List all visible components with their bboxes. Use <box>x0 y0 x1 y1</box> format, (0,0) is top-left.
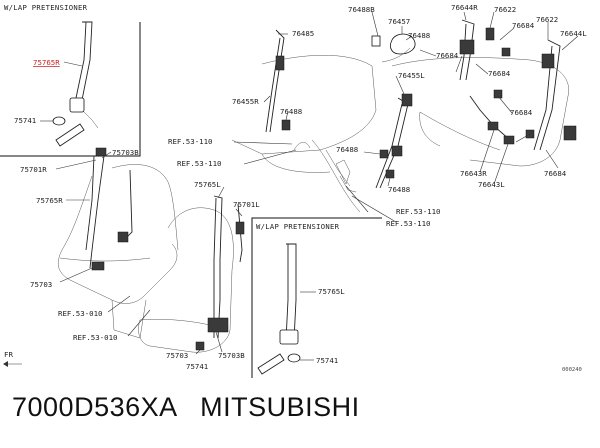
label-76644R: 76644R <box>451 3 478 12</box>
anchor-bolt-part <box>52 116 66 126</box>
retractor-76644R-part <box>459 39 475 55</box>
retractor-part <box>275 55 285 71</box>
label-75765R-highlight: 75765R <box>33 58 60 67</box>
bolt-part <box>385 169 395 179</box>
shoulder-anchor-part <box>95 147 107 157</box>
buckle-part <box>117 231 129 243</box>
inset-top-left: W/LAP PRETENSIONER 75765R 75741 <box>0 3 141 157</box>
retractor-part <box>91 261 105 271</box>
label-75741-inset: 75741 <box>316 356 338 365</box>
label-76684-e: 76684 <box>544 169 567 178</box>
bolt-part <box>501 47 511 57</box>
label-76457: 76457 <box>388 17 410 26</box>
buckle-anchor-part <box>55 123 85 147</box>
buckle-part <box>391 145 403 157</box>
anchor-plate-part <box>257 353 285 375</box>
label-76488-c: 76488 <box>336 145 358 154</box>
label-76485: 76485 <box>292 29 314 38</box>
label-76455L: 76455L <box>398 71 425 80</box>
label-75703B: 75703B <box>112 148 139 157</box>
bolt-part <box>379 149 389 159</box>
label-76488B: 76488B <box>348 5 375 14</box>
inset-bottom-center: W/LAP PRETENSIONER 75765L 75741 <box>251 217 382 378</box>
inset-header-bottom-center: W/LAP PRETENSIONER <box>256 222 340 231</box>
retractor-part <box>279 329 299 345</box>
label-76684-a: 76684 <box>512 21 535 30</box>
buckle-part <box>281 119 291 131</box>
label-75741-bottom: 75741 <box>186 362 208 371</box>
buckle-76643R-part <box>487 121 499 131</box>
label-75703B-bottom: 75703B <box>218 351 245 360</box>
label-75741: 75741 <box>14 116 36 125</box>
label-ref-53-110-a: REF.53-110 <box>168 137 213 146</box>
retractor-76622-part <box>541 53 555 69</box>
label-76644L: 76644L <box>560 29 587 38</box>
label-75765L-inset: 75765L <box>318 287 345 296</box>
third-row-seat: 76488B 76457 76488 76644R 76622 76684 76… <box>335 3 587 228</box>
bolt-part <box>493 89 503 99</box>
part-caption: 7000D536XA MITSUBISHI <box>12 392 360 422</box>
label-76684-c: 76684 <box>488 69 511 78</box>
label-ref-53-110-c: REF.53-110 <box>396 207 441 216</box>
label-ref-53-010-b: REF.53-010 <box>73 333 118 342</box>
retractor-part <box>207 317 229 333</box>
label-76684-b: 76684 <box>436 51 459 60</box>
label-76622-b: 76622 <box>536 15 558 24</box>
label-75765R: 75765R <box>36 196 63 205</box>
anchor-part <box>485 27 495 41</box>
retractor-part <box>69 97 85 113</box>
label-ref-53-010-a: REF.53-010 <box>58 309 103 318</box>
figure-code: 000240 <box>562 367 582 373</box>
label-75765L: 75765L <box>194 180 221 189</box>
retractor-76644L-part <box>563 125 577 141</box>
label-75703: 75703 <box>30 280 52 289</box>
label-76622-a: 76622 <box>494 5 516 14</box>
anchor-part <box>195 341 205 351</box>
second-row-seat: 76485 76488 76455R REF.53-110 REF.53-110 <box>168 29 377 213</box>
buckle-76643L-part <box>503 135 515 145</box>
label-76643R: 76643R <box>460 169 487 178</box>
bolt-part <box>371 35 381 47</box>
label-ref-53-110-b: REF.53-110 <box>177 159 222 168</box>
label-75701L: 75701L <box>233 200 260 209</box>
pretensioner-part <box>235 221 245 235</box>
direction-indicator: FR <box>3 350 22 367</box>
direction-label: FR <box>4 350 13 359</box>
anchor-bolt-part <box>287 353 301 363</box>
label-75703-bottom: 75703 <box>166 351 188 360</box>
label-75701R: 75701R <box>20 165 47 174</box>
front-seat-left: 75765L 75701L 75703 75741 75703B <box>138 180 260 371</box>
inset-header-top-left: W/LAP PRETENSIONER <box>4 3 88 12</box>
retractor-part <box>401 93 413 107</box>
label-76488-a: 76488 <box>280 107 302 116</box>
front-seat-right: 75703B 75701R 75765R 75703 REF.53-010 RE… <box>20 147 179 342</box>
label-76488-d: 76488 <box>388 185 410 194</box>
label-76488-b: 76488 <box>408 31 430 40</box>
label-ref-53-110-d: REF.53-110 <box>386 219 431 228</box>
label-76643L: 76643L <box>478 180 505 189</box>
label-76455R: 76455R <box>232 97 259 106</box>
label-76684-d: 76684 <box>510 108 533 117</box>
